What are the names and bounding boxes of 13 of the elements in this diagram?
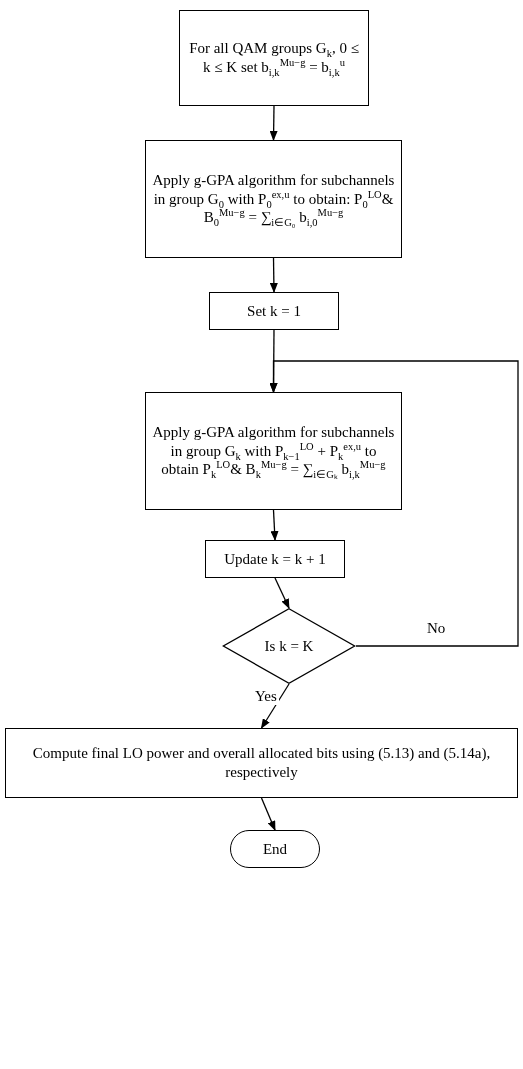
arrow: [260, 683, 290, 729]
process-box: Set k = 1: [209, 292, 339, 330]
edge-label: Yes: [253, 688, 279, 705]
arrow: [260, 797, 276, 831]
terminal-box: End: [230, 830, 320, 868]
decision-diamond: Is k = K: [222, 608, 356, 684]
arrow: [274, 577, 290, 609]
arrow: [270, 509, 279, 541]
arrow: [269, 360, 519, 647]
process-box: Compute final LO power and overall allocated bits using (5.13) and (5.14a), respectively: [5, 728, 518, 798]
arrow: [269, 105, 278, 141]
arrow: [269, 257, 278, 293]
process-box: Update k = k + 1: [205, 540, 345, 578]
